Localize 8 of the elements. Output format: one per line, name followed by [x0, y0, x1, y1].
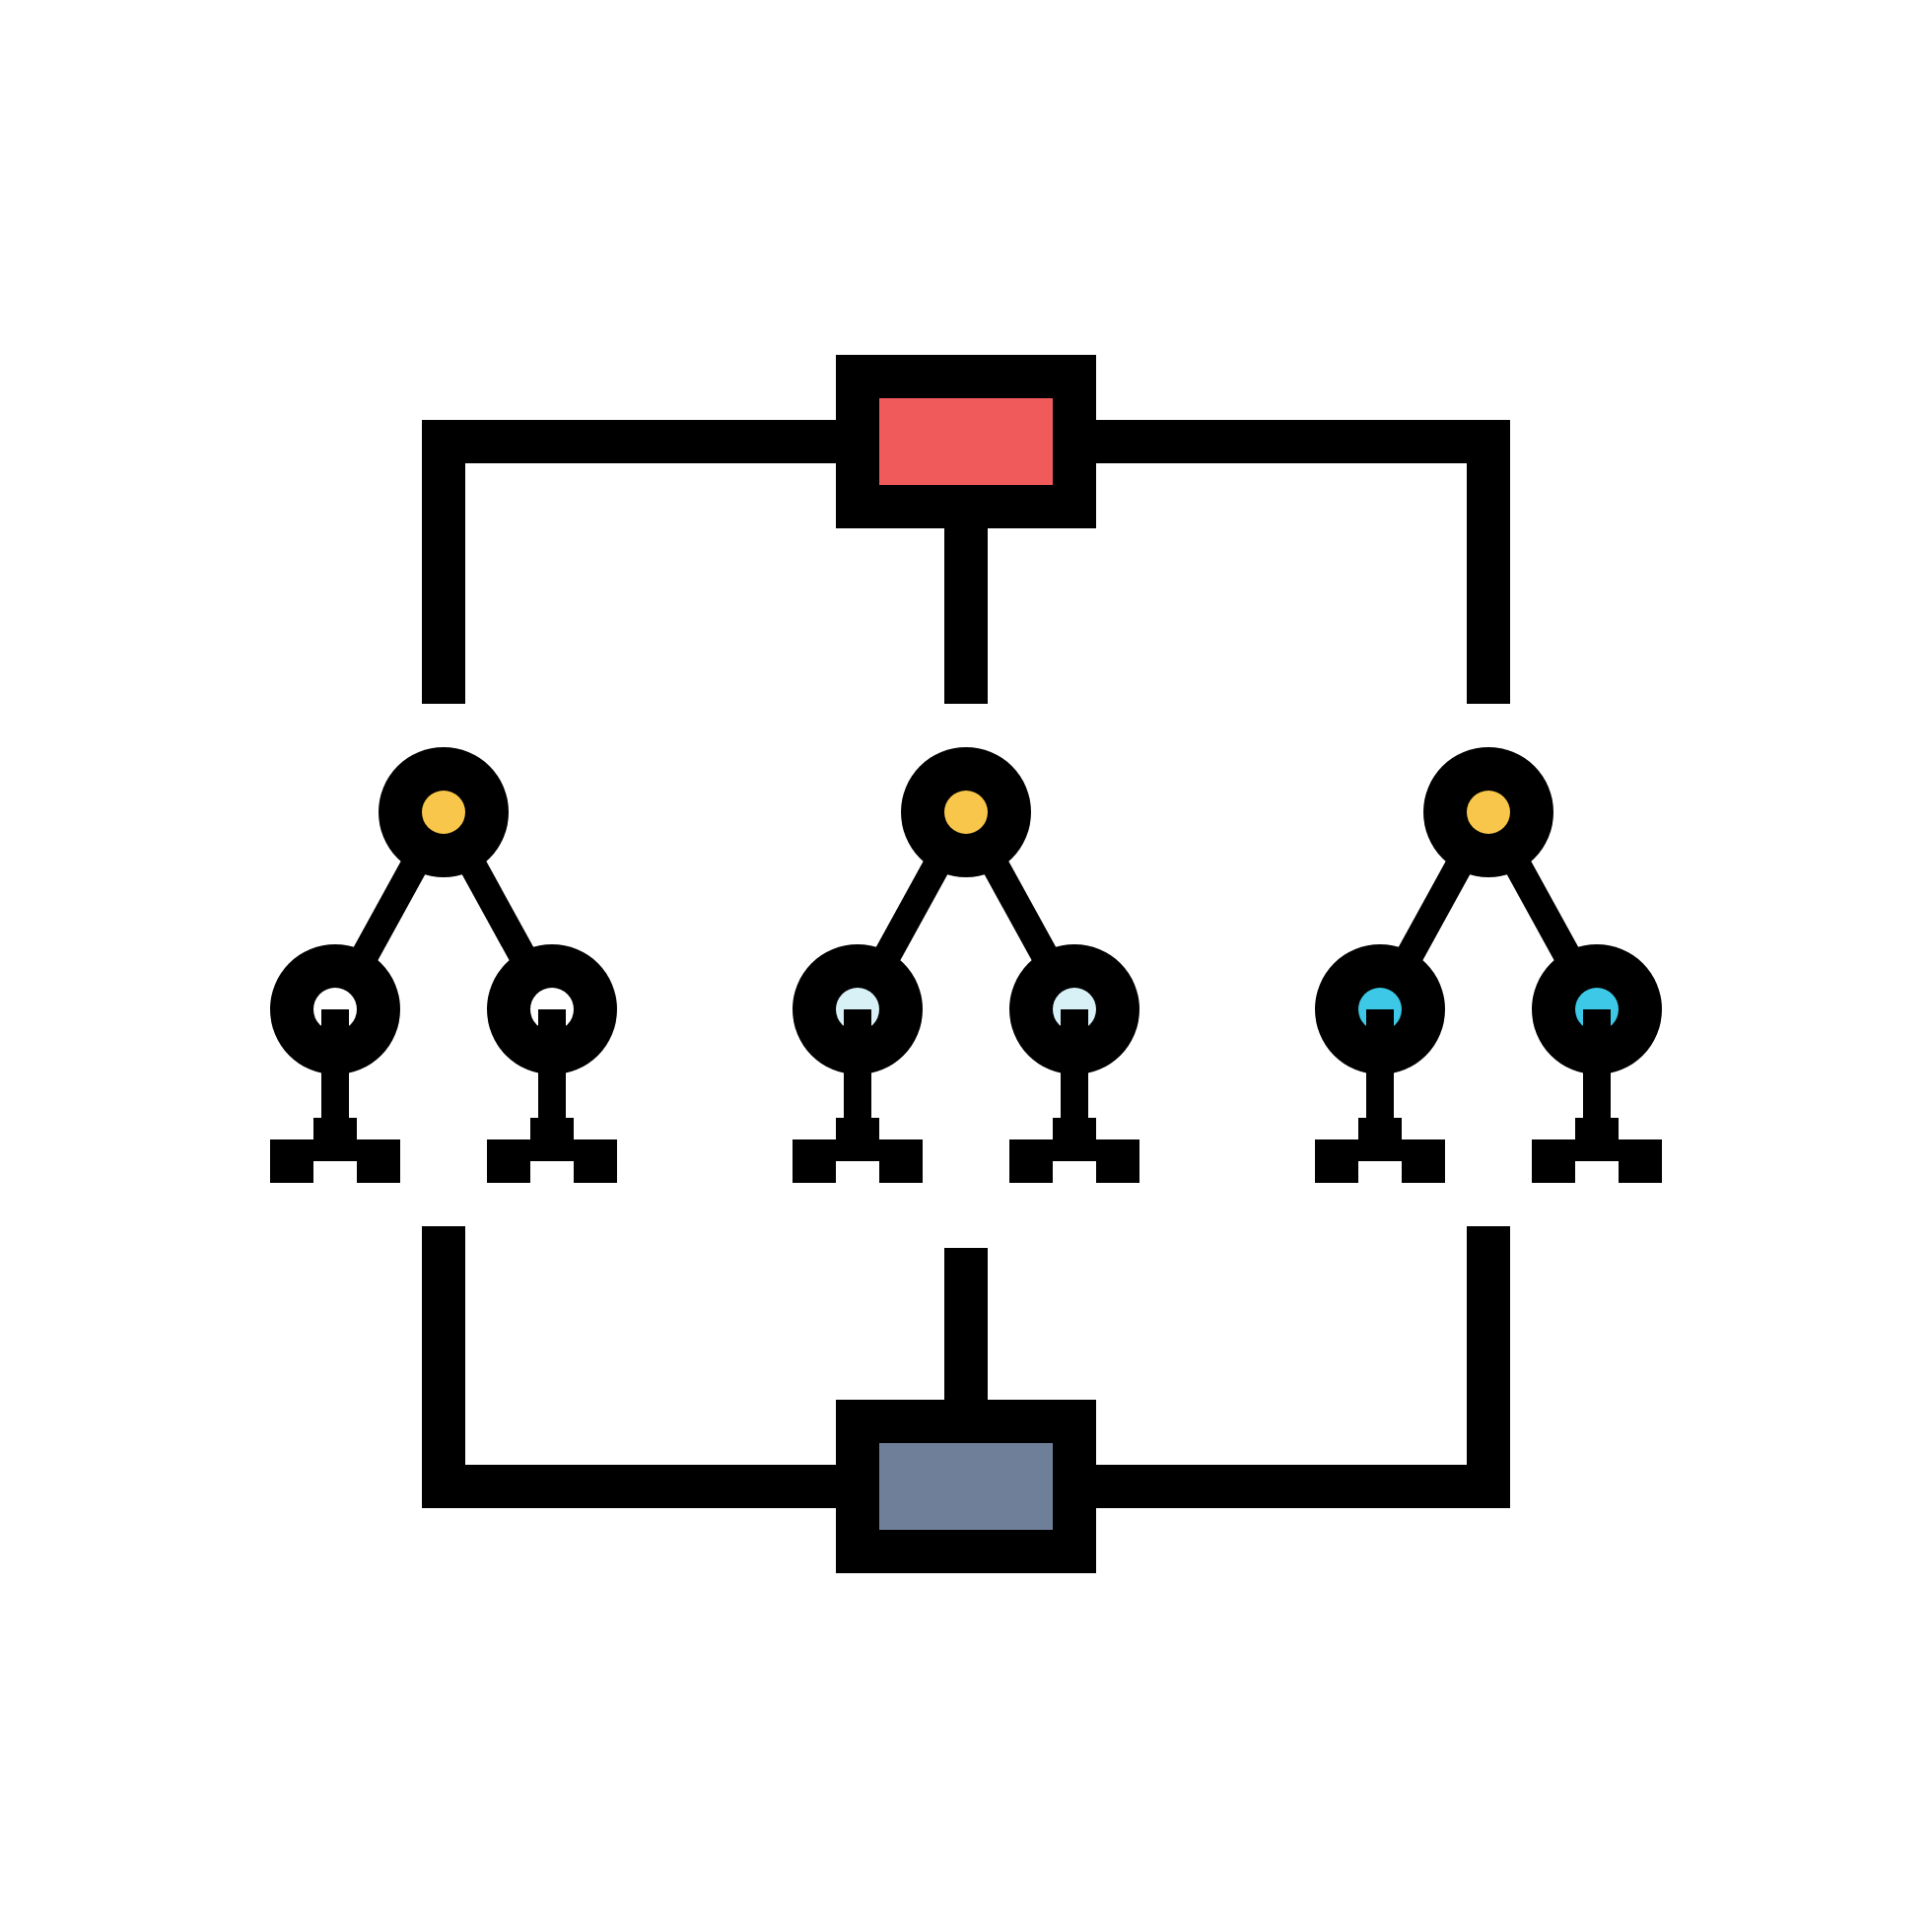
connector-line: [1096, 420, 1510, 704]
process-box: [836, 1400, 1096, 1573]
connector-line: [944, 1248, 988, 1400]
connector-line: [944, 528, 988, 704]
process-box: [836, 355, 1096, 528]
connector-line: [1096, 1226, 1510, 1508]
connector-line: [422, 420, 836, 704]
connector-line: [422, 1226, 836, 1508]
